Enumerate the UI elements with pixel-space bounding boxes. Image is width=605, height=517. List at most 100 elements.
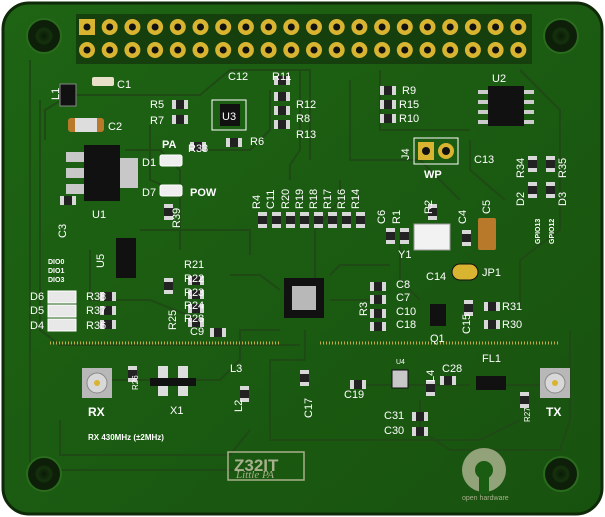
label-c28: C28 bbox=[442, 363, 462, 375]
board-subtitle: Little PA bbox=[235, 469, 274, 481]
smd-part bbox=[100, 292, 116, 301]
header-pin bbox=[79, 19, 95, 35]
led-indicator bbox=[47, 318, 77, 332]
header-pin bbox=[419, 19, 436, 35]
smd-part bbox=[528, 156, 537, 172]
label-u3: U3 bbox=[222, 111, 236, 123]
label-d5: D5 bbox=[30, 305, 44, 317]
header-pin bbox=[192, 42, 209, 58]
header-pin bbox=[396, 19, 413, 35]
header-pin bbox=[306, 42, 322, 58]
gpio-header bbox=[76, 14, 532, 64]
label-r10: R10 bbox=[399, 113, 419, 125]
label-r30: R30 bbox=[502, 319, 522, 331]
led-indicator bbox=[47, 304, 77, 318]
smd-part bbox=[462, 230, 471, 246]
smd-part bbox=[274, 120, 290, 129]
label-u1: U1 bbox=[92, 209, 106, 221]
header-pin bbox=[442, 42, 459, 58]
label-r27: R27 bbox=[523, 407, 532, 422]
label-d1: D1 bbox=[142, 157, 156, 169]
header-pin bbox=[192, 19, 209, 35]
label-pow: POW bbox=[190, 187, 217, 199]
label-r14: R14 bbox=[350, 189, 362, 209]
header-pin bbox=[464, 42, 481, 58]
smd-part bbox=[328, 212, 337, 228]
label-c5: C5 bbox=[481, 200, 493, 214]
label-jp1: JP1 bbox=[482, 267, 501, 279]
main-mcu bbox=[284, 278, 324, 318]
label-l1: L1 bbox=[50, 88, 62, 100]
label-u4: U4 bbox=[396, 359, 405, 366]
smd-part bbox=[380, 86, 396, 95]
header-pin bbox=[510, 42, 527, 58]
label-c2: C2 bbox=[108, 121, 122, 133]
smd-part bbox=[484, 320, 500, 329]
smd-part bbox=[188, 290, 204, 299]
header-pin bbox=[442, 19, 459, 35]
smd-part bbox=[380, 114, 396, 123]
smd-part bbox=[484, 302, 500, 311]
label-r13: R13 bbox=[296, 129, 316, 141]
smd-part bbox=[164, 278, 173, 294]
label-r23: R23 bbox=[184, 287, 204, 299]
label-pa: PA bbox=[162, 139, 177, 151]
label-r9: R9 bbox=[402, 85, 416, 97]
header-pin bbox=[260, 42, 277, 58]
label-c13: C13 bbox=[474, 154, 494, 166]
smd-part bbox=[226, 138, 242, 147]
label-l2: L2 bbox=[233, 400, 245, 412]
smd-part bbox=[164, 204, 173, 220]
smd-part bbox=[428, 204, 437, 220]
header-pin bbox=[419, 42, 436, 58]
header-pin bbox=[374, 19, 391, 35]
header-pin bbox=[169, 42, 186, 58]
label-d2: D2 bbox=[515, 192, 527, 206]
label-c14: C14 bbox=[426, 271, 446, 283]
header-pin bbox=[147, 19, 164, 35]
smd-part bbox=[370, 309, 386, 318]
led-indicator bbox=[47, 290, 77, 304]
label-r26: R26 bbox=[131, 375, 140, 390]
u2-chip bbox=[478, 86, 534, 126]
mounting-holes bbox=[26, 18, 579, 492]
label-c7: C7 bbox=[396, 292, 410, 304]
label-r20: R20 bbox=[280, 189, 292, 209]
smd-part bbox=[370, 282, 386, 291]
label-wp: WP bbox=[424, 169, 442, 181]
header-pin bbox=[101, 19, 118, 35]
c5-cap bbox=[478, 218, 496, 250]
label-r12: R12 bbox=[296, 99, 316, 111]
label-c8: C8 bbox=[396, 279, 410, 291]
label-r8: R8 bbox=[296, 113, 310, 125]
label-gpio12: GPIO12 bbox=[549, 219, 556, 244]
label-r3: R3 bbox=[358, 302, 370, 316]
label-c10: C10 bbox=[396, 306, 416, 318]
label-c4: C4 bbox=[457, 210, 469, 224]
smd-part bbox=[342, 212, 351, 228]
label-r2: R2 bbox=[423, 200, 435, 214]
label-c19: C19 bbox=[344, 389, 364, 401]
smd-part bbox=[528, 182, 537, 198]
smd-part bbox=[274, 76, 290, 85]
smd-part bbox=[272, 212, 281, 228]
label-c17: C17 bbox=[303, 398, 315, 418]
label-c11: C11 bbox=[265, 190, 277, 209]
label-r31: R31 bbox=[502, 301, 522, 313]
smd-part bbox=[274, 92, 290, 101]
open-hardware-logo bbox=[462, 448, 506, 494]
u5-chip bbox=[116, 238, 136, 278]
header-pin bbox=[237, 19, 254, 35]
smd-part bbox=[188, 276, 204, 285]
smd-part bbox=[546, 182, 555, 198]
label-c30: C30 bbox=[384, 425, 404, 437]
label-r22: R22 bbox=[184, 273, 204, 285]
label-d4: D4 bbox=[30, 320, 44, 332]
smd-part bbox=[300, 212, 309, 228]
rx-frequency-note: RX 430MHz (±2MHz) bbox=[88, 433, 164, 442]
label-r4: R4 bbox=[251, 195, 263, 209]
label-u2: U2 bbox=[492, 73, 506, 85]
j4-wp-jumper bbox=[413, 137, 459, 165]
label-r18: R18 bbox=[308, 189, 320, 209]
